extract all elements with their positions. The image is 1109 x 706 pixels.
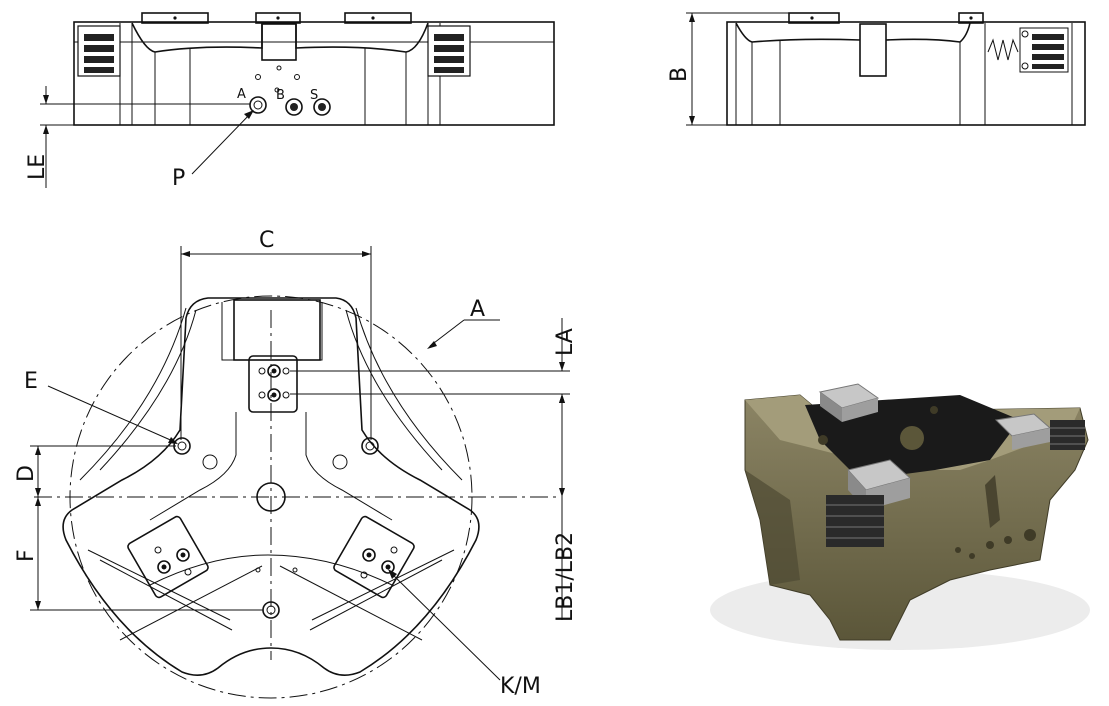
leader-e-label: E (24, 369, 38, 394)
leader-a-label: A (470, 297, 485, 322)
side-view: B (667, 12, 1086, 126)
dim-f-label: F (14, 549, 39, 562)
dim-lb1-lb2-label: LB1/LB2 (553, 532, 578, 622)
port-b-label: B (276, 88, 285, 103)
dim-c-label: C (259, 228, 274, 253)
front-view: A B S LE P (25, 12, 555, 191)
gripper-3d-render (710, 383, 1090, 650)
dim-le-label: LE (25, 154, 50, 180)
bellows-left (77, 25, 121, 77)
port-s-label: S (310, 88, 318, 103)
leader-p-label: P (172, 166, 185, 191)
bellows-right (427, 25, 471, 77)
port-a-label: A (237, 87, 246, 102)
leader-km-label: K/M (500, 674, 541, 699)
top-view: C A LA LB1/LB2 E D F (14, 228, 578, 699)
side-bellows (987, 27, 1069, 73)
dim-la-label: LA (553, 328, 578, 356)
dim-d-label: D (14, 465, 39, 482)
dim-b-label: B (667, 67, 692, 82)
